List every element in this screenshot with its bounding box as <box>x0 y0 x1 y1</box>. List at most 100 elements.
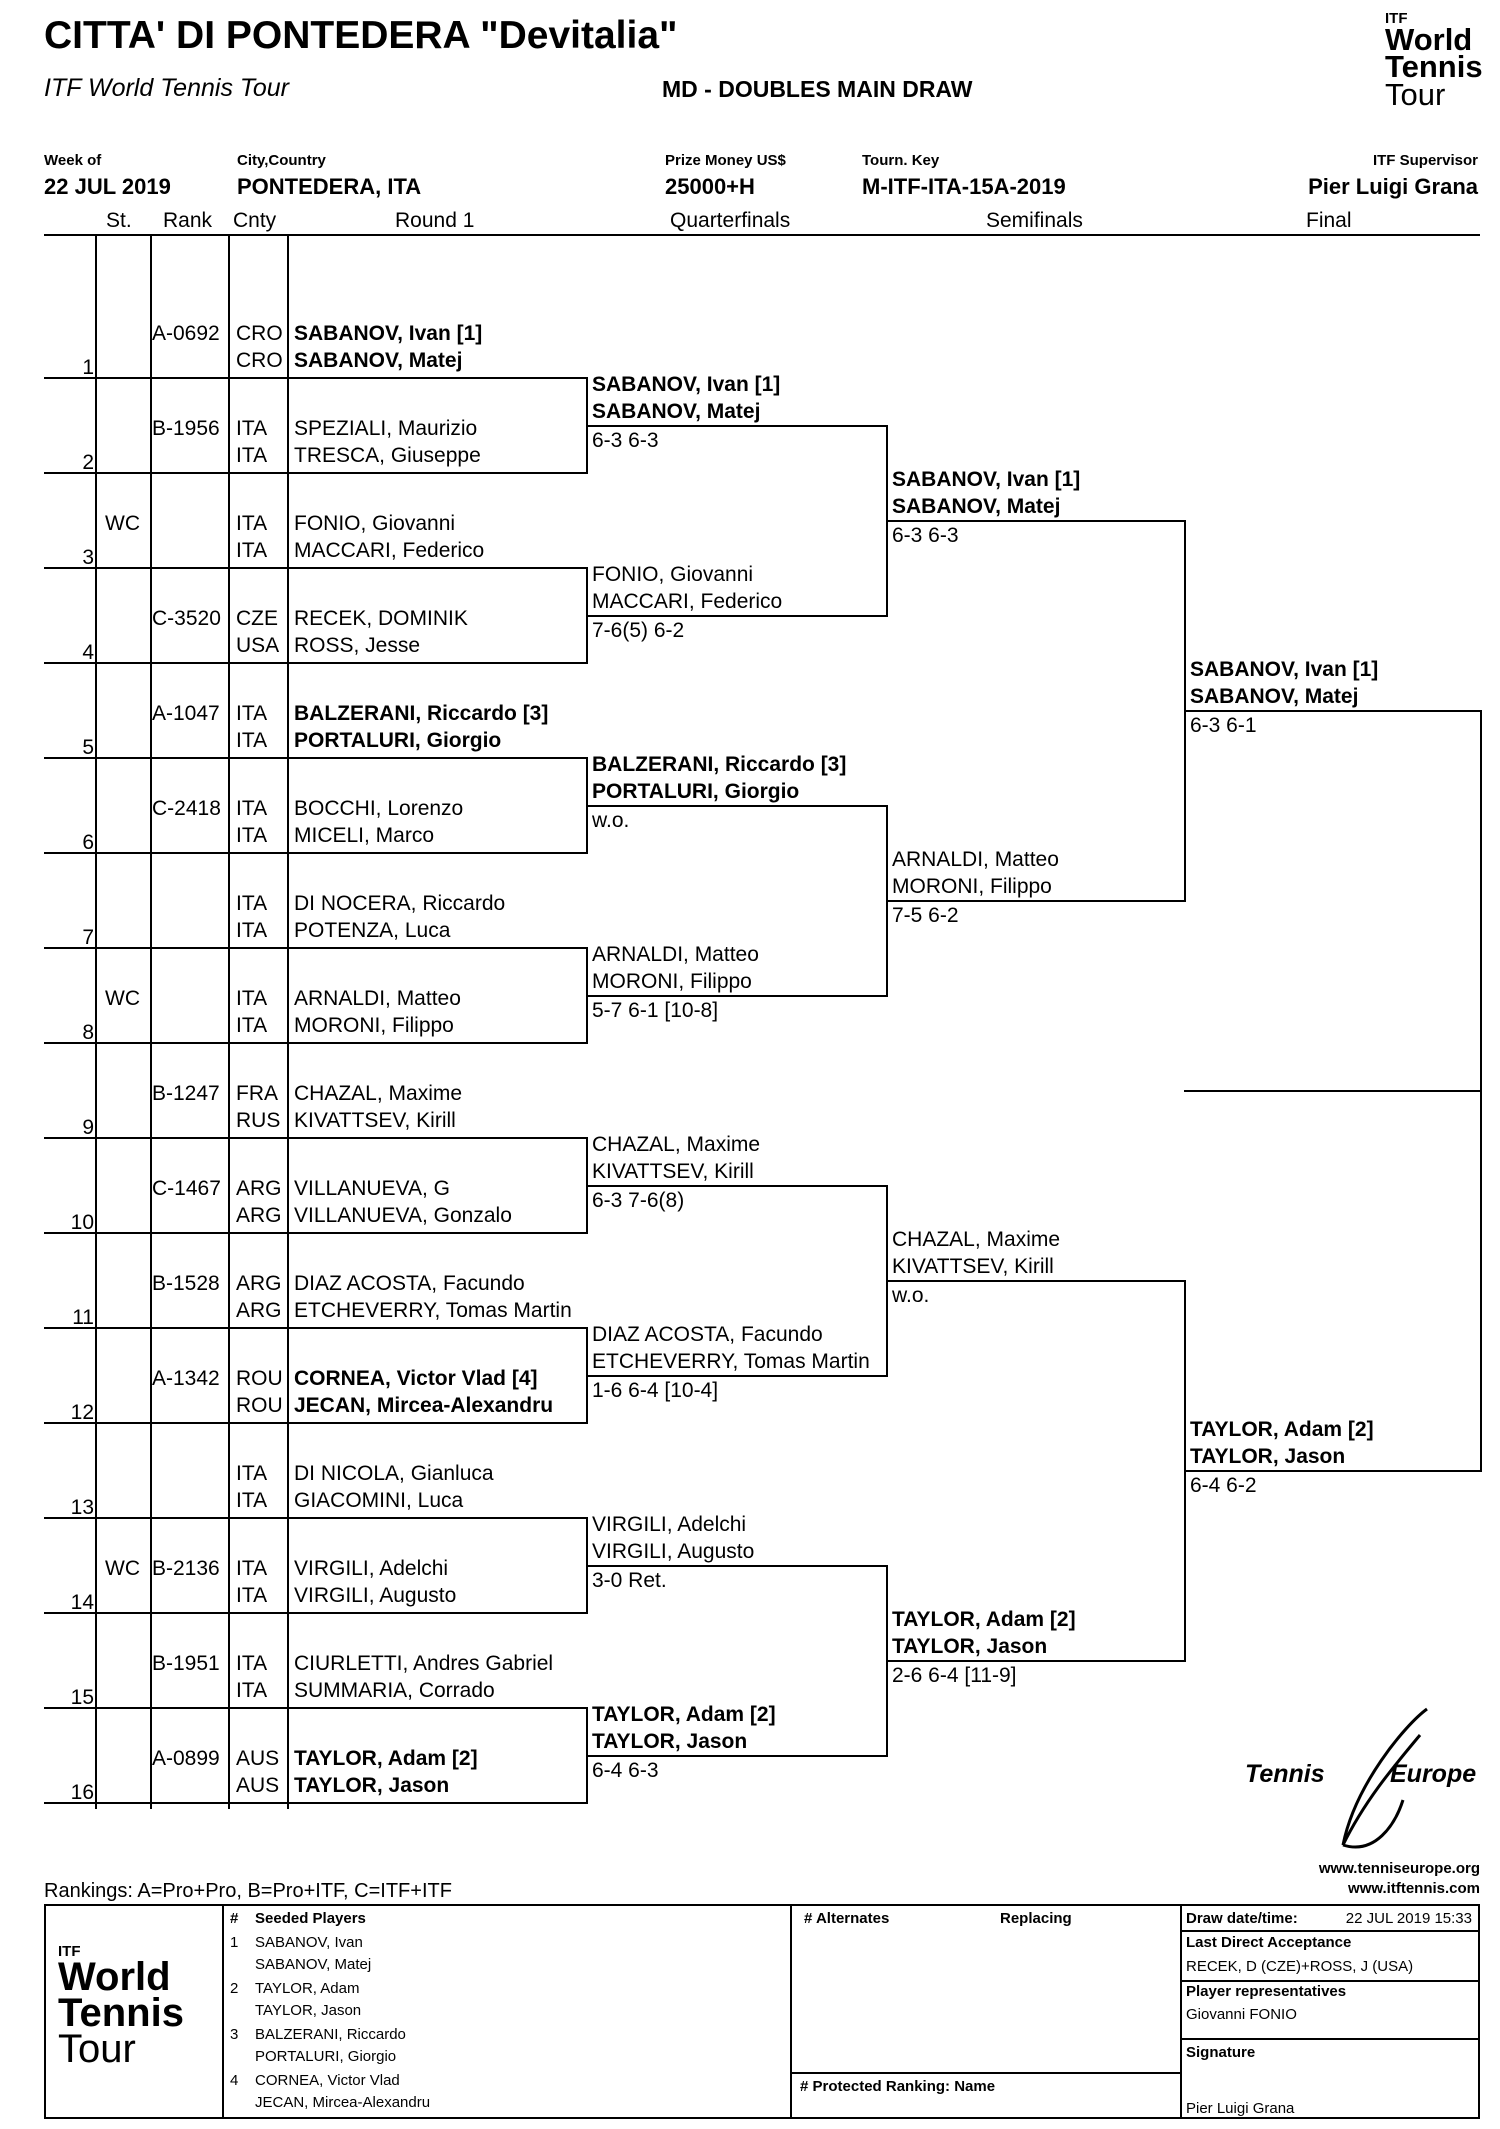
qf-score: w.o. <box>592 809 630 832</box>
qf-score: 6-3 6-3 <box>592 429 659 452</box>
entry-rank: B-2136 <box>152 1557 220 1580</box>
sf-winner-player-1: TAYLOR, Adam [2] <box>892 1608 1076 1631</box>
sf-winner-player-2: KIVATTSEV, Kirill <box>892 1255 1054 1278</box>
week-value: 22 JUL 2019 <box>44 174 171 199</box>
entry-number: 2 <box>82 451 94 474</box>
footer-divider-2 <box>790 1904 792 2119</box>
entry-country-1: ITA <box>236 1652 268 1675</box>
entry-player-2: TAYLOR, Jason <box>294 1774 450 1797</box>
entry-player-2: GIACOMINI, Luca <box>294 1489 464 1512</box>
logo-itf: ITF <box>1385 10 1408 27</box>
page-title: CITTA' DI PONTEDERA "Devitalia" <box>44 14 678 57</box>
entry-player-1: CIURLETTI, Andres Gabriel <box>294 1652 554 1675</box>
entry-rank: B-1951 <box>152 1652 220 1675</box>
tourn-key-value: M-ITF-ITA-15A-2019 <box>862 174 1066 199</box>
entry-country-2: ITA <box>236 729 268 752</box>
final-score: 6-3 6-1 <box>1190 714 1257 737</box>
logo-word-world: World <box>1385 21 1473 57</box>
qf-line <box>586 615 888 617</box>
qf-winner-player-1: VIRGILI, Adelchi <box>592 1513 747 1536</box>
qf-line <box>586 995 888 997</box>
lda-value: RECEK, D (CZE)+ROSS, J (USA) <box>1186 1958 1414 1975</box>
entry-row-rule <box>44 1612 588 1614</box>
entry-country-2: ITA <box>236 1014 268 1037</box>
qf-winner-player-2: KIVATTSEV, Kirill <box>592 1160 754 1183</box>
entry-country-2: ITA <box>236 919 268 942</box>
col-divider-st <box>150 234 152 1809</box>
qf-line <box>586 1565 888 1567</box>
entry-country-1: ITA <box>236 702 268 725</box>
qf-line <box>586 805 888 807</box>
entry-row-rule <box>44 1042 588 1044</box>
footer-logo-tennis: Tennis <box>58 1990 184 2035</box>
footer-logo-world: World <box>58 1954 171 1999</box>
sf-winner-player-1: SABANOV, Ivan [1] <box>892 468 1081 491</box>
col-divider-cnty <box>287 234 289 1809</box>
signature-label: Signature <box>1186 2044 1256 2061</box>
qf-winner-player-1: DIAZ ACOSTA, Facundo <box>592 1323 823 1346</box>
tennis-europe-logo-left: Tennis <box>1245 1760 1325 1788</box>
entry-rank: A-1342 <box>152 1367 220 1390</box>
footer-itf-logo: ITF World Tennis Tour <box>58 1944 184 2068</box>
entry-player-1: BOCCHI, Lorenzo <box>294 797 464 820</box>
entry-player-2: SUMMARIA, Corrado <box>294 1679 495 1702</box>
entry-player-2: KIVATTSEV, Kirill <box>294 1109 456 1132</box>
entry-player-1: BALZERANI, Riccardo [3] <box>294 702 549 725</box>
final-player-2: SABANOV, Matej <box>1190 685 1359 708</box>
entry-number: 9 <box>82 1116 94 1139</box>
footer-divider-1 <box>222 1904 224 2119</box>
qf-winner-player-1: CHAZAL, Maxime <box>592 1133 761 1156</box>
qf-winner-player-2: TAYLOR, Jason <box>592 1730 748 1753</box>
entry-player-1: SABANOV, Ivan [1] <box>294 322 483 345</box>
col-semifinals: Semifinals <box>986 209 1083 232</box>
entry-country-1: ITA <box>236 512 268 535</box>
protected-rule <box>790 2072 1180 2074</box>
entry-country-2: ITA <box>236 824 268 847</box>
sf-winner-player-2: MORONI, Filippo <box>892 875 1052 898</box>
seed-player: CORNEA, Victor Vlad <box>255 2072 400 2089</box>
entry-rank: C-3520 <box>152 607 221 630</box>
footer-right-rule-1 <box>1180 1930 1480 1932</box>
entry-country-2: ITA <box>236 1584 268 1607</box>
entry-country-2: ARG <box>236 1204 282 1227</box>
entry-row-rule <box>44 567 588 569</box>
entry-rank: A-1047 <box>152 702 220 725</box>
entry-number: 13 <box>70 1496 94 1519</box>
seed-player: PORTALURI, Giorgio <box>255 2048 397 2065</box>
entry-player-2: TRESCA, Giuseppe <box>294 444 481 467</box>
entry-country-1: AUS <box>236 1747 280 1770</box>
sf-winner-player-1: ARNALDI, Matteo <box>892 848 1059 871</box>
seed-player: JECAN, Mircea-Alexandru <box>255 2094 431 2111</box>
entry-country-2: ITA <box>236 1489 268 1512</box>
entry-country-2: CRO <box>236 349 283 372</box>
col-st: St. <box>106 209 132 232</box>
qf-winner-player-2: MORONI, Filippo <box>592 970 752 993</box>
sf-score: 7-5 6-2 <box>892 904 959 927</box>
entry-row-rule <box>44 1422 588 1424</box>
draw-datetime-value: 22 JUL 2019 15:33 <box>1345 1910 1472 1927</box>
entry-number: 14 <box>70 1591 94 1614</box>
itftennis-url[interactable]: www.itftennis.com <box>1348 1880 1480 1897</box>
qf-line <box>586 425 888 427</box>
entry-player-2: VILLANUEVA, Gonzalo <box>294 1204 512 1227</box>
entry-player-1: CORNEA, Victor Vlad [4] <box>294 1367 538 1390</box>
entry-country-2: USA <box>236 634 280 657</box>
tenniseurope-url[interactable]: www.tenniseurope.org <box>1318 1860 1480 1877</box>
qf-winner-player-1: ARNALDI, Matteo <box>592 943 759 966</box>
entry-player-2: MACCARI, Federico <box>294 539 485 562</box>
player-rep-label: Player representatives <box>1186 1983 1347 2000</box>
qf-winner-player-2: MACCARI, Federico <box>592 590 783 613</box>
entry-row-rule <box>44 1232 588 1234</box>
final-player-2: TAYLOR, Jason <box>1190 1445 1346 1468</box>
entry-player-2: ROSS, Jesse <box>294 634 421 657</box>
signature-value: Pier Luigi Grana <box>1186 2100 1295 2117</box>
entry-country-2: ITA <box>236 539 268 562</box>
city-value: PONTEDERA, ITA <box>237 174 422 199</box>
seeded-head-num: # <box>230 1910 239 1927</box>
tennis-europe-swoosh-icon <box>1341 1707 1428 1849</box>
entry-country-2: AUS <box>236 1774 280 1797</box>
final-score: 6-4 6-2 <box>1190 1474 1257 1497</box>
qf-winner-player-2: VIRGILI, Augusto <box>592 1540 755 1563</box>
qf-score: 6-3 7-6(8) <box>592 1189 685 1212</box>
entry-number: 3 <box>82 546 94 569</box>
